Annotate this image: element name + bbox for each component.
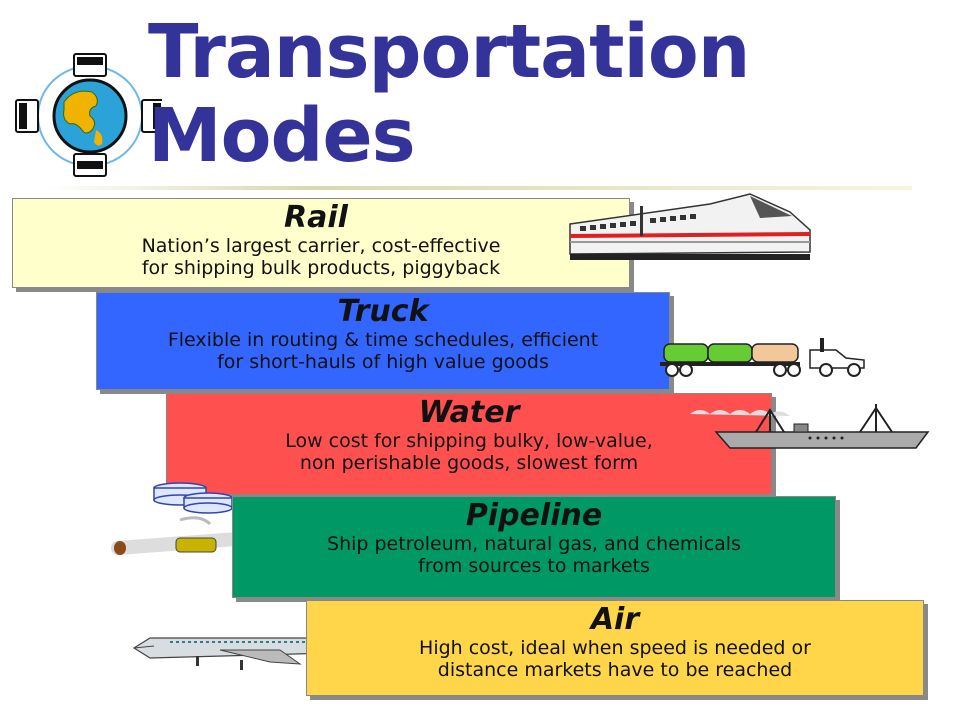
train-icon (569, 193, 811, 260)
page-title: Transportation Modes (148, 9, 750, 179)
rail-box: Rail Nation’s largest carrier, cost-effe… (12, 198, 630, 288)
truck-desc-line-2: for short-hauls of high value goods (217, 351, 549, 373)
water-heading: Water (418, 395, 520, 430)
air-heading: Air (590, 602, 640, 637)
air-box: Air High cost, ideal when speed is neede… (306, 600, 924, 696)
title-line-2: Modes (148, 93, 416, 179)
water-desc-line-2: non perishable goods, slowest form (299, 452, 639, 474)
rail-desc-line-2: for shipping bulk products, piggyback (141, 257, 501, 279)
truck-heading: Truck (337, 294, 429, 329)
water-desc-line-1: Low cost for shipping bulky, low-value, (285, 430, 653, 452)
ship-icon (690, 404, 930, 449)
globe-transport-icon (15, 53, 162, 177)
truck-desc-line-1: Flexible in routing & time schedules, ef… (167, 329, 599, 351)
title-divider (46, 186, 912, 190)
air-desc-line-2: distance markets have to be reached (437, 659, 793, 681)
rail-desc-line-1: Nation’s largest carrier, cost-effective (141, 235, 501, 257)
title-line-1: Transportation (148, 9, 750, 95)
water-box: Water Low cost for shipping bulky, low-v… (166, 393, 772, 495)
rail-heading: Rail (284, 200, 348, 235)
pipeline-heading: Pipeline (465, 498, 603, 533)
pipeline-icon (111, 482, 257, 555)
pipeline-desc-line-2: from sources to markets (418, 555, 650, 577)
pipeline-desc-line-1: Ship petroleum, natural gas, and chemica… (327, 533, 741, 555)
truck-icon (660, 338, 865, 377)
pipeline-box: Pipeline Ship petroleum, natural gas, an… (232, 496, 836, 598)
air-desc-line-1: High cost, ideal when speed is needed or (419, 637, 811, 659)
truck-box: Truck Flexible in routing & time schedul… (96, 292, 670, 390)
